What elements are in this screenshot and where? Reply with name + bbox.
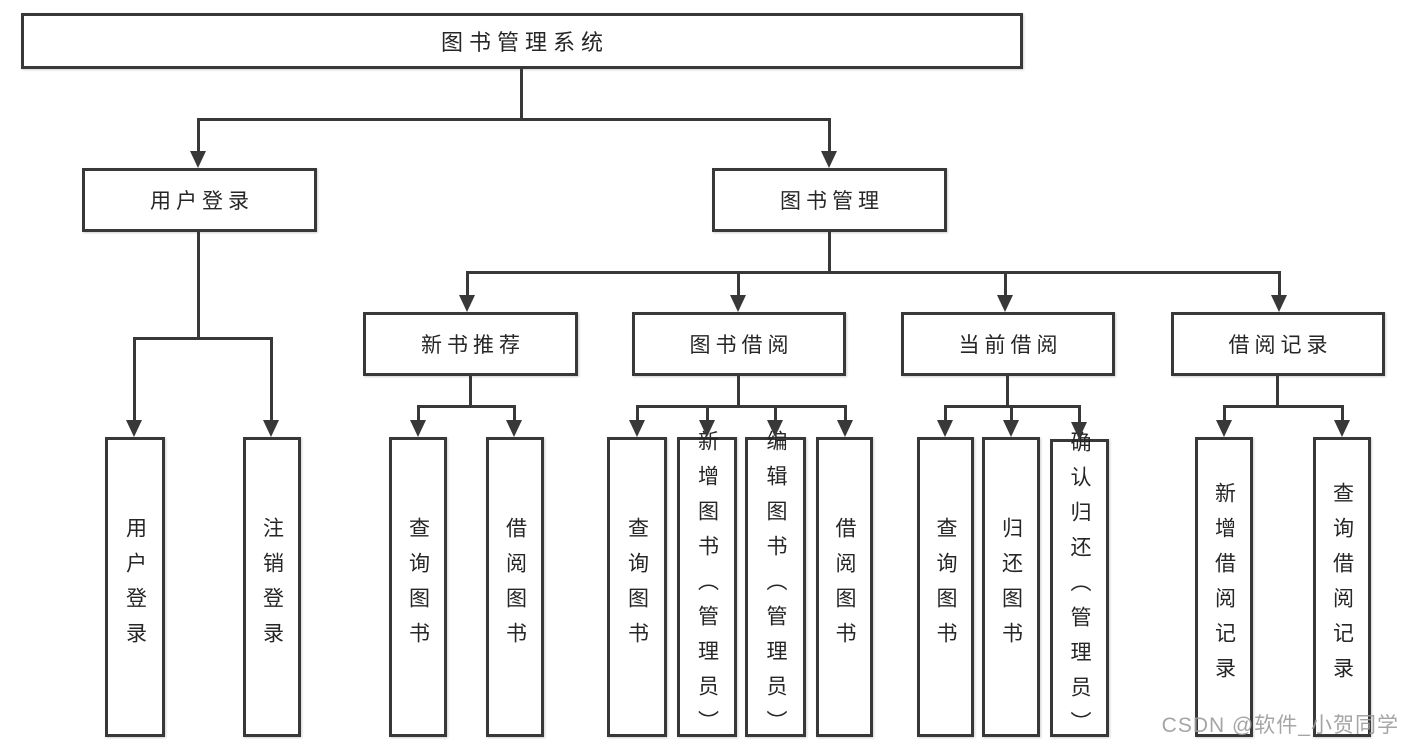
node-user-login: 用户登录 (82, 168, 317, 232)
connector-line (1341, 405, 1344, 421)
node-label: 新书推荐 (421, 334, 525, 357)
connector-line (1010, 405, 1013, 421)
node-label: 用户登录 (150, 190, 254, 213)
connector-line (469, 376, 472, 405)
node-label: 借阅图书 (503, 517, 527, 657)
leaf-logout: 注销登录 (243, 437, 301, 737)
connector-line (513, 405, 516, 421)
leaf-return-book: 归还图书 (982, 437, 1040, 737)
node-book-management: 图书管理 (712, 168, 947, 232)
arrow-down-icon (730, 295, 746, 312)
connector-line (520, 69, 523, 118)
node-root-library-management-system: 图书管理系统 (21, 13, 1023, 69)
node-label: 查询图书 (934, 517, 957, 657)
connector-line (636, 405, 639, 421)
leaf-add-book-admin: 新增图书（管理员） (677, 430, 737, 745)
arrow-down-icon (190, 151, 206, 168)
leaf-edit-book-admin: 编辑图书（管理员） (745, 430, 806, 745)
connector-line (270, 337, 273, 421)
connector-line (197, 232, 200, 337)
arrow-down-icon (1216, 420, 1232, 437)
node-label: 编辑图书（管理员） (764, 429, 787, 745)
node-borrowing-records: 借阅记录 (1171, 312, 1385, 376)
connector-line (828, 232, 831, 271)
connector-line (774, 405, 777, 421)
connector-line (133, 337, 273, 340)
leaf-query-borrow-record: 查询借阅记录 (1313, 437, 1371, 737)
connector-line (737, 376, 740, 405)
arrow-down-icon (821, 151, 837, 168)
arrow-down-icon (1003, 420, 1019, 437)
node-label: 归还图书 (999, 517, 1023, 657)
node-new-book-recommendation: 新书推荐 (363, 312, 578, 376)
leaf-confirm-return-admin: 确认归还（管理员） (1050, 431, 1109, 746)
connector-line (636, 405, 847, 408)
arrow-down-icon (699, 420, 715, 437)
node-label: 图书管理 (780, 190, 884, 213)
connector-line (1223, 405, 1226, 421)
connector-line (828, 118, 831, 152)
connector-line (466, 271, 469, 297)
node-label: 借阅记录 (1228, 334, 1333, 357)
node-label: 用户登录 (123, 517, 147, 657)
node-label: 新增借阅记录 (1212, 482, 1236, 692)
csdn-watermark: CSDN @软件_小贺同学 (1161, 714, 1399, 737)
node-label: 查询借阅记录 (1330, 482, 1354, 692)
arrow-down-icon (837, 420, 853, 437)
connector-line (1006, 376, 1009, 405)
arrow-down-icon (506, 420, 522, 437)
leaf-query-books-newbooks: 查询图书 (389, 437, 447, 737)
connector-line (197, 118, 200, 152)
connector-line (1223, 405, 1344, 408)
leaf-query-books-current: 查询图书 (917, 437, 974, 737)
arrow-down-icon (629, 420, 645, 437)
connector-line (844, 405, 847, 421)
connector-line (133, 337, 136, 421)
leaf-borrow-books-borrow: 借阅图书 (816, 437, 873, 737)
arrow-down-icon (997, 295, 1013, 312)
leaf-user-login: 用户登录 (105, 437, 165, 737)
arrow-down-icon (410, 420, 426, 437)
node-label: 查询图书 (625, 517, 649, 657)
arrow-down-icon (263, 420, 279, 437)
node-label: 新增图书（管理员） (695, 429, 719, 745)
connector-line (944, 405, 947, 421)
node-label: 图书管理系统 (440, 30, 609, 55)
leaf-borrow-books-newbooks: 借阅图书 (486, 437, 544, 737)
node-label: 确认归还（管理员） (1068, 430, 1091, 746)
arrow-down-icon (1271, 295, 1287, 312)
node-label: 借阅图书 (833, 517, 856, 657)
node-current-borrowing: 当前借阅 (901, 312, 1115, 376)
node-book-borrowing: 图书借阅 (632, 312, 846, 376)
connector-line (1278, 271, 1281, 297)
arrow-down-icon (937, 420, 953, 437)
node-label: 查询图书 (406, 517, 430, 657)
connector-line (417, 405, 420, 421)
arrow-down-icon (1071, 422, 1087, 439)
arrow-down-icon (126, 420, 142, 437)
arrow-down-icon (767, 420, 783, 437)
connector-line (1004, 271, 1007, 297)
connector-line (1276, 376, 1279, 405)
connector-line (417, 405, 516, 408)
node-label: 当前借阅 (958, 334, 1063, 357)
leaf-add-borrow-record: 新增借阅记录 (1195, 437, 1253, 737)
connector-line (706, 405, 709, 421)
arrow-down-icon (1334, 420, 1350, 437)
node-label: 注销登录 (260, 517, 284, 657)
connector-line (737, 271, 740, 297)
connector-line (197, 118, 831, 121)
connector-line (466, 271, 1281, 274)
arrow-down-icon (459, 295, 475, 312)
connector-line (1078, 405, 1081, 423)
node-label: 图书借阅 (689, 334, 794, 357)
leaf-query-books-borrow: 查询图书 (607, 437, 667, 737)
